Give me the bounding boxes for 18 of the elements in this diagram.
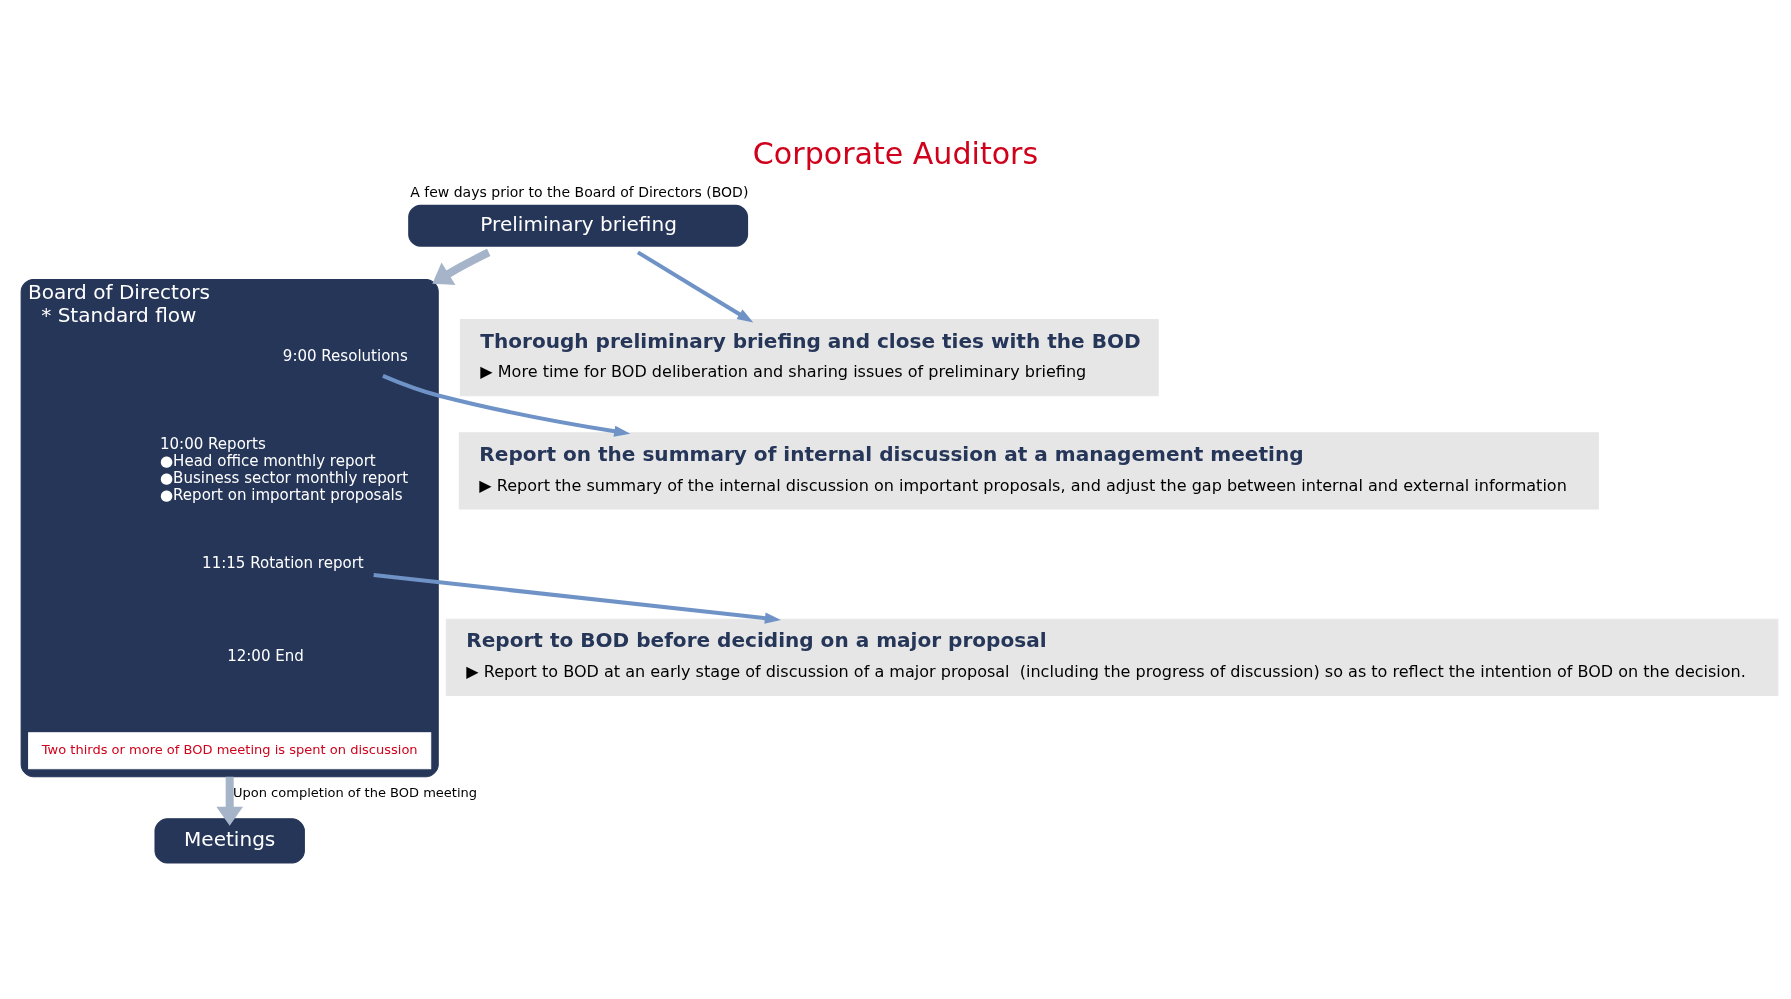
arrow (432, 248, 491, 286)
node-label: A few days prior to the Board of Directors (BOD) (410, 183, 749, 200)
node-box: Preliminary briefing (408, 204, 749, 247)
node-box: Meetings (154, 818, 305, 864)
node-box: Two thirds or more of BOD meeting is spent on discussion (28, 732, 432, 770)
node-text: 12:00 End (227, 646, 304, 665)
edge-label: Upon completion of the BOD meeting (232, 785, 478, 801)
node-text: 9:00 Resolutions (282, 347, 408, 366)
node-box: Thorough preliminary briefing and close ties with the BOD ▶ More time for BOD deliberation and sharing issues of preliminary briefing (459, 319, 1159, 397)
node-text: 11:15 Rotation report (202, 553, 364, 572)
node-box: Report on the summary of internal discussion at a management meeting ▶ Report the summary of the internal discussion on important proposals, and adjust the gap between internal and external information (458, 432, 1599, 510)
arrow (373, 573, 781, 624)
arrow (382, 373, 631, 437)
node-box: Report to BOD before deciding on a major proposal ▶ Report to BOD at an early stage of discussion of a major proposal (including the progress of discussion) so as to reflect the intention of BOD on the decision. (445, 618, 1779, 697)
arrow (636, 250, 754, 323)
arrow (216, 776, 243, 826)
node-text: 10:00 Reports ●Head office monthly report ●Business sector monthly report ●Report on important proposals (160, 434, 409, 504)
diagram-title: Corporate Auditors (752, 136, 1039, 172)
